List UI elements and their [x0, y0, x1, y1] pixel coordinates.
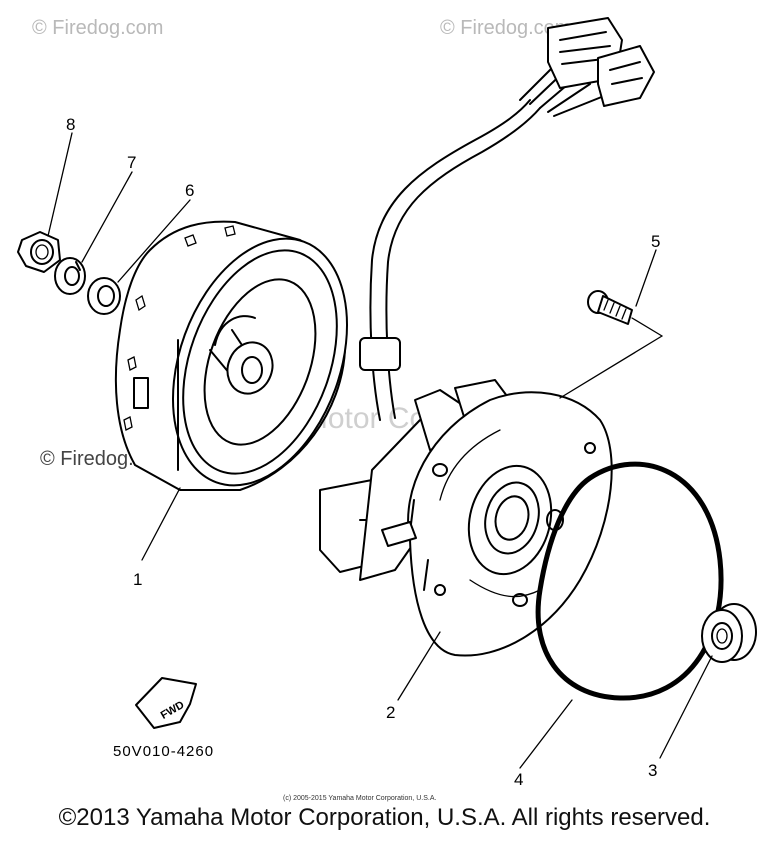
flywheel-part — [114, 220, 348, 491]
callout-5: 5 — [651, 232, 660, 251]
stator-assembly-part — [319, 379, 613, 657]
small-copyright: (c) 2005-2015 Yamaha Motor Corporation, … — [283, 795, 436, 802]
callout-8: 8 — [66, 115, 75, 134]
callout-4: 4 — [514, 770, 523, 789]
callout-7: 7 — [127, 153, 136, 172]
nut-part — [17, 231, 61, 273]
connector-small — [597, 45, 655, 107]
wire-harness — [359, 17, 655, 421]
screw-part — [587, 290, 633, 325]
fwd-arrow: FWD — [135, 677, 197, 729]
lock-washer-part — [54, 257, 86, 295]
washer-part — [87, 277, 121, 315]
callout-6: 6 — [185, 181, 194, 200]
watermark-top-right: © Firedog.com — [440, 17, 571, 39]
footer-copyright: ©2013 Yamaha Motor Corporation, U.S.A. A… — [58, 804, 711, 831]
o-ring-part — [535, 461, 724, 701]
bearing-part — [701, 603, 757, 663]
callout-2: 2 — [386, 703, 395, 722]
callout-3: 3 — [648, 761, 657, 780]
part-code: 50V010-4260 — [113, 743, 214, 760]
leader-lines — [47, 132, 713, 769]
callout-1: 1 — [133, 570, 142, 589]
watermark-top-left: © Firedog.com — [32, 17, 163, 39]
